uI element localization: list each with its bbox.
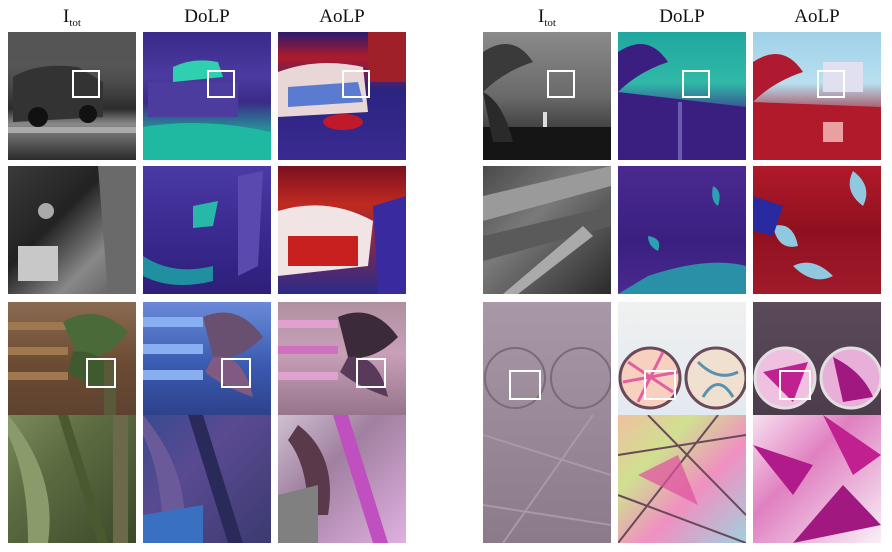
itot-texture [483,44,611,160]
right-row1-itot-image [483,32,611,160]
left-row1-itot-image [8,32,136,160]
right-row2-dolp-image [618,166,746,294]
right-row1-aolp-image [753,32,881,160]
dolp-texture [618,415,746,543]
zoom-box [779,370,811,400]
right-row1-dolp-image [618,32,746,160]
left-row2-itot-image [8,166,136,294]
aolp-texture [753,54,881,160]
right-row4-aolp-image [753,415,881,543]
left-row4-aolp-image [278,415,406,543]
left-header-aolp: AoLP [319,6,365,27]
aolp-texture [278,312,398,397]
aolp-texture [278,196,406,294]
right-row3-aolp-image [753,302,881,430]
aolp-texture [753,346,881,410]
dolp-texture [618,346,746,410]
zoom-box [356,358,386,388]
zoom-box [547,70,575,98]
right-row2-aolp-image [753,166,881,294]
left-header-dolp: DoLP [184,6,230,27]
itot-texture [483,415,611,543]
dolp-texture [143,312,263,397]
dolp-texture [618,186,746,294]
left-row4-dolp-image [143,415,271,543]
aolp-texture [278,415,388,543]
left-row3-itot-image [8,302,136,430]
aolp-texture [753,415,881,543]
zoom-box [817,70,845,98]
aolp-texture [753,171,867,280]
zoom-box [72,70,100,98]
right-header-dolp: DoLP [659,6,705,27]
right-row3-dolp-image [618,302,746,430]
dolp-texture [143,171,263,285]
zoom-box [86,358,116,388]
dolp-texture [618,44,746,160]
left-row3-dolp-image [143,302,271,430]
aolp-texture [278,32,406,130]
zoom-box [342,70,370,98]
itot-texture [483,166,611,294]
itot-texture [484,347,611,409]
left-row3-aolp-image [278,302,406,430]
zoom-box [221,358,251,388]
dolp-texture [143,60,271,160]
zoom-box [682,70,710,98]
car-silhouette [8,32,136,133]
right-header-aolp: AoLP [794,6,840,27]
itot-texture [18,166,136,294]
zoom-box [207,70,235,98]
left-row1-dolp-image [143,32,271,160]
right-row2-itot-image [483,166,611,294]
left-row1-aolp-image [278,32,406,160]
right-row4-itot-image [483,415,611,543]
itot-texture [8,314,128,430]
dolp-texture [143,415,243,543]
left-header-itot: Itot [63,6,81,29]
right-header-itot: Itot [538,6,556,29]
left-row2-dolp-image [143,166,271,294]
left-row2-aolp-image [278,166,406,294]
zoom-box [509,370,541,400]
itot-texture [8,415,128,543]
zoom-box [644,370,676,400]
right-row3-itot-image [483,302,611,430]
left-row4-itot-image [8,415,136,543]
right-row4-dolp-image [618,415,746,543]
